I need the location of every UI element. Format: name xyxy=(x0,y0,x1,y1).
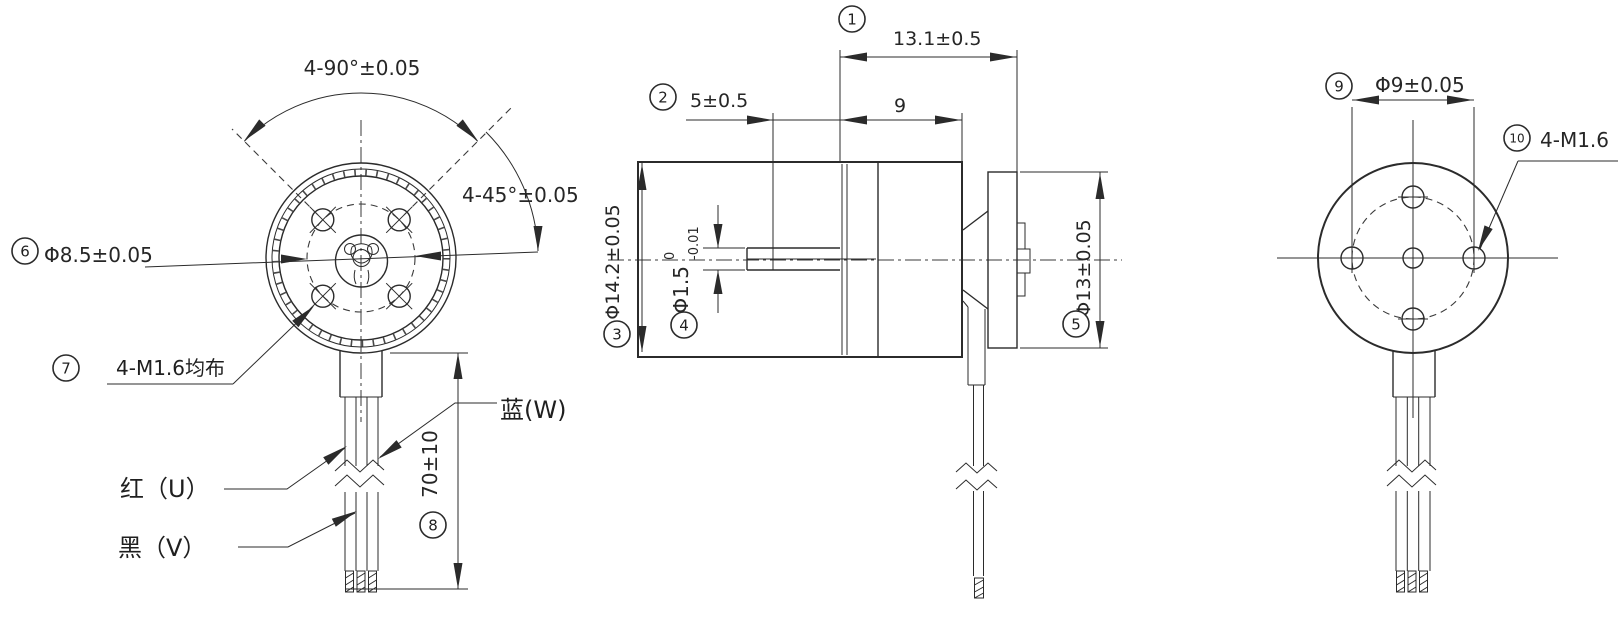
front-inner-ring-circle xyxy=(278,175,444,341)
dim-rear-screws: 10 4-M1.6 xyxy=(1478,124,1618,251)
rear-view: 9 Φ9±0.05 10 4-M1.6 xyxy=(1277,72,1618,593)
rear-wire-tips xyxy=(1396,570,1428,593)
dim-angle-90: 4-90°±0.05 xyxy=(243,56,479,142)
dim-rear-diameter: Φ13±0.05 5 xyxy=(1020,171,1108,349)
rear-center-hole xyxy=(1402,247,1424,269)
overall-length-dim-text: 13.1±0.5 xyxy=(893,28,981,50)
front-bolt-circle-dim-text: Φ8.5±0.05 xyxy=(44,243,153,267)
rear-wire-break xyxy=(1386,459,1437,473)
side-shaft xyxy=(746,247,876,271)
callout-1: 1 xyxy=(838,5,866,33)
front-outer-circle xyxy=(265,162,457,354)
svg-text:3: 3 xyxy=(612,326,622,344)
callout-4: 4 xyxy=(670,311,698,339)
svg-text:1: 1 xyxy=(847,11,857,29)
front-knurl-ticks xyxy=(272,169,450,347)
side-rear-housing xyxy=(962,171,1031,349)
callout-10: 10 xyxy=(1503,124,1531,152)
dim-front-screws: 7 4-M1.6均布 xyxy=(52,306,314,385)
front-wire-tips xyxy=(345,570,377,593)
dim-wire-length: 70±10 8 xyxy=(345,352,468,590)
wire-red-label: 红（U） xyxy=(120,475,210,503)
svg-text:0: 0 xyxy=(663,252,678,260)
wire-length-dim-text: 70±10 xyxy=(418,430,442,498)
shaft-dia-label: Φ1.5 0 -0.01 xyxy=(663,226,702,313)
svg-text:-0.01: -0.01 xyxy=(687,226,702,260)
front-wire-bundle xyxy=(334,351,385,593)
callout-7: 7 xyxy=(52,354,80,382)
shaft-length-dim-text: 5±0.5 xyxy=(690,90,748,112)
rear-outer-circle xyxy=(1317,162,1509,354)
rear-bolt-circle-dim-text: Φ9±0.05 xyxy=(1375,73,1465,97)
dim-angle-45: 4-45°±0.05 xyxy=(462,131,579,252)
svg-text:9: 9 xyxy=(1334,78,1344,96)
front-wire-break xyxy=(334,459,385,473)
callout-9: 9 xyxy=(1325,72,1353,100)
svg-text:7: 7 xyxy=(61,360,71,378)
dim-body-diameter: Φ14.2±0.05 3 xyxy=(602,163,647,352)
callout-2: 2 xyxy=(649,83,677,111)
front-view: 4-90°±0.05 4-45°±0.05 6 Φ8.5±0.05 7 4-M1… xyxy=(11,56,579,593)
front-screws-dim-text: 4-M1.6均布 xyxy=(116,356,225,380)
angle-90-dim-text: 4-90°±0.05 xyxy=(304,56,421,80)
dim-overall-length: 1 13.1±0.5 xyxy=(838,5,1018,172)
side-view: 1 13.1±0.5 2 5±0.5 9 Φ14.2±0.05 xyxy=(602,5,1122,599)
dim-rear-bolt-circle: 9 Φ9±0.05 xyxy=(1325,72,1475,249)
rear-screws-dim-text: 4-M1.6 xyxy=(1540,128,1609,152)
side-wire xyxy=(955,300,998,599)
rear-dia-dim-text: Φ13±0.05 xyxy=(1073,219,1095,316)
callout-8: 8 xyxy=(419,511,447,539)
callout-3: 3 xyxy=(603,320,631,348)
callout-6: 6 xyxy=(11,237,39,265)
svg-text:Φ1.5: Φ1.5 xyxy=(669,266,693,314)
svg-text:10: 10 xyxy=(1509,132,1524,146)
dim-front-bolt-circle: 6 Φ8.5±0.05 xyxy=(11,237,441,267)
svg-text:2: 2 xyxy=(658,89,668,107)
body-length-dim-text: 9 xyxy=(894,95,906,117)
wire-blue-label: 蓝(W) xyxy=(500,396,566,424)
front-diagonal-135 xyxy=(231,128,319,216)
dim-shaft-and-body-length: 2 5±0.5 9 xyxy=(649,83,963,270)
wire-labels: 蓝(W) 红（U） 黑（V） xyxy=(118,396,566,562)
svg-text:6: 6 xyxy=(20,243,30,261)
wire-black-label: 黑（V） xyxy=(118,534,206,562)
callout-5: 5 xyxy=(1062,310,1090,338)
angle-45-dim-text: 4-45°±0.05 xyxy=(462,183,579,207)
svg-text:5: 5 xyxy=(1071,316,1081,334)
side-body-outline xyxy=(637,161,963,358)
svg-text:8: 8 xyxy=(428,517,438,535)
front-hub xyxy=(334,234,389,288)
body-dia-dim-text: Φ14.2±0.05 xyxy=(602,204,624,319)
svg-text:4: 4 xyxy=(679,317,689,335)
front-bolt-circle xyxy=(306,203,416,313)
rear-wire-bundle xyxy=(1386,351,1437,593)
dim-shaft-diameter: Φ1.5 0 -0.01 4 xyxy=(663,205,745,339)
front-horizontal-centerline xyxy=(144,251,539,268)
front-diagonal-45 xyxy=(403,106,513,216)
front-ring-circle xyxy=(271,168,451,348)
